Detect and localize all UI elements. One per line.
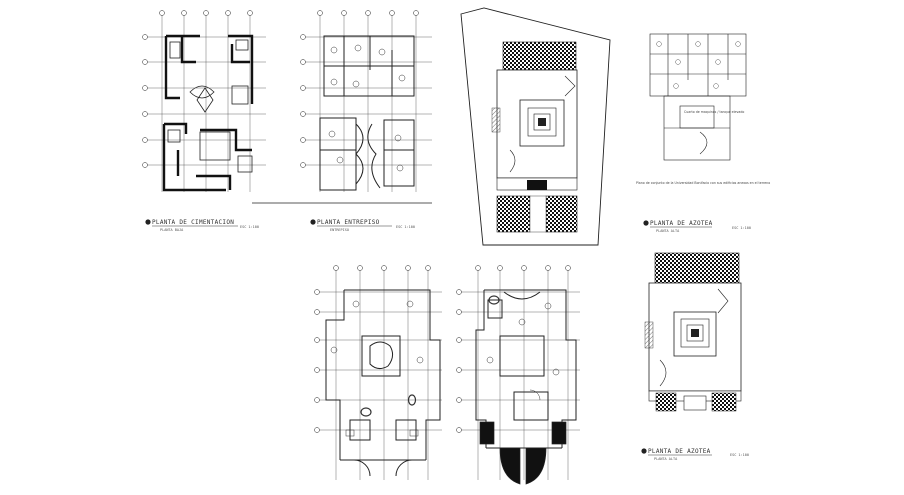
caption-title: PLANTA DE AZOTEA <box>650 220 713 227</box>
plan-upper-floor <box>300 10 432 192</box>
roof-plan-large <box>644 252 742 412</box>
grid-bubbles <box>300 10 419 168</box>
site-note: Plano de conjunto de la Universidad Boni… <box>636 181 770 185</box>
dark-block-left <box>479 421 495 445</box>
grid-bubbles <box>314 265 431 433</box>
caption-scale: ESC 1:100 <box>240 225 259 229</box>
furniture-symbols <box>328 44 406 172</box>
caption-ground-plan: PLANTA DE CIMENTACION PLANTA BAJA ESC 1:… <box>145 219 259 232</box>
caption-title: PLANTA DE CIMENTACION <box>152 219 234 226</box>
grid-axes <box>304 14 432 192</box>
walls <box>319 35 415 191</box>
plan-furnished-1 <box>314 265 442 480</box>
site-plan <box>460 7 611 246</box>
caption-scale: ESC 1:100 <box>732 226 751 230</box>
grid-axes <box>460 270 580 480</box>
furniture <box>330 300 424 437</box>
roof-plan-small: Cuarto de maquinas / tanque elevado <box>649 33 747 161</box>
walls <box>325 289 441 477</box>
walls <box>162 34 254 192</box>
plan-ground-floor <box>142 10 432 204</box>
grid-bubbles <box>456 265 571 433</box>
grid-axes <box>318 270 442 480</box>
furniture <box>486 295 560 401</box>
caption-subtitle: PLANTA ALTA <box>656 229 680 233</box>
dark-stair-left <box>499 447 521 485</box>
caption-roof-large: PLANTA DE AZOTEA PLANTA ALTA ESC 1:100 <box>641 448 749 461</box>
caption-subtitle: PLANTA ALTA <box>654 457 678 461</box>
grid-bubbles <box>142 10 253 168</box>
dark-block-right <box>551 421 567 445</box>
caption-subtitle: ENTREPISO <box>330 228 349 232</box>
plan-furnished-2 <box>456 265 580 485</box>
caption-upper-plan: PLANTA ENTREPISO ENTREPISO ESC 1:100 <box>310 219 415 232</box>
caption-title: PLANTA DE AZOTEA <box>648 448 711 455</box>
thin-walls <box>167 39 253 173</box>
dark-stair-right <box>525 447 547 485</box>
caption-scale: ESC 1:100 <box>730 453 749 457</box>
roof-note: Cuarto de maquinas / tanque elevado <box>684 110 744 114</box>
caption-title: PLANTA ENTREPISO <box>317 219 380 226</box>
caption-subtitle: PLANTA BAJA <box>160 228 184 232</box>
caption-roof-small: PLANTA DE AZOTEA PLANTA ALTA ESC 1:100 <box>643 220 751 233</box>
caption-scale: ESC 1:100 <box>396 225 415 229</box>
